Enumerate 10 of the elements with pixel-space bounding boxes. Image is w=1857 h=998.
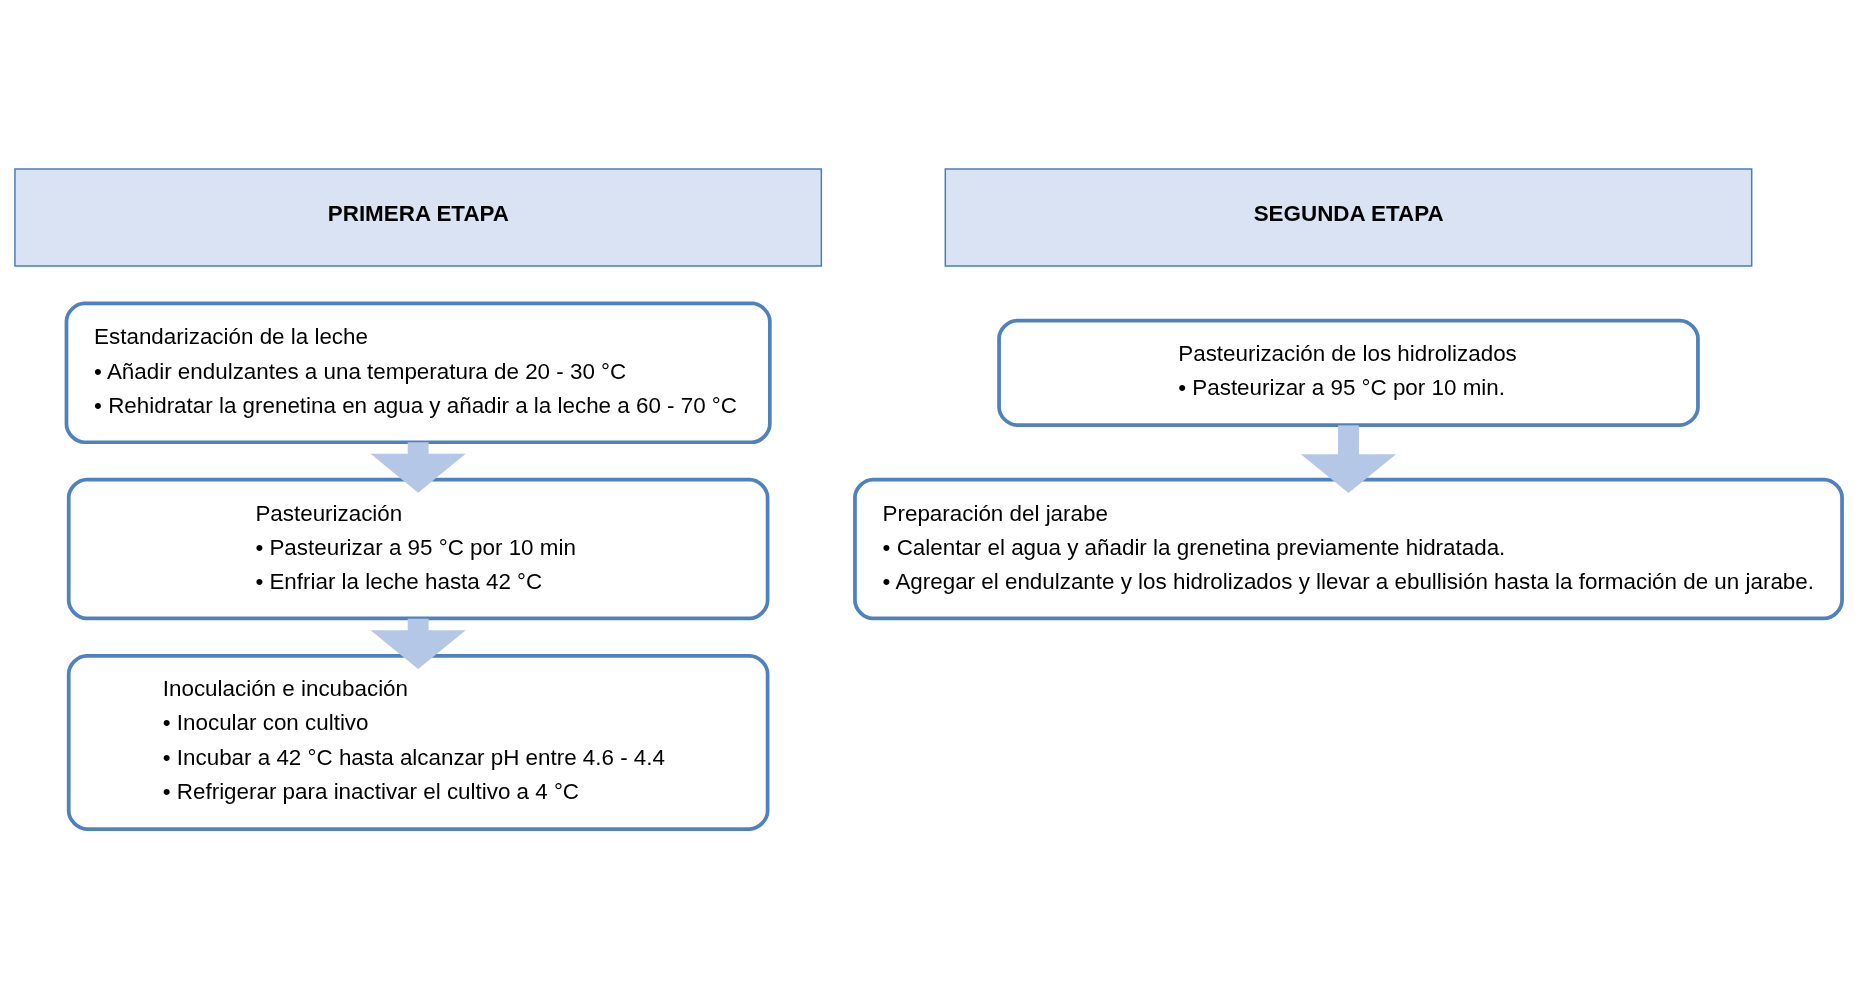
arrow (1300, 425, 1397, 494)
node-box: Pasteurización de los hidrolizados • Pasteurizar a 95 °C por 10 min. (997, 318, 1700, 427)
arrow (370, 618, 466, 670)
node-box: Inoculación e incubación • Inocular con cultivo • Incubar a 42 °C hasta alcanzar pH entre 4.6 - 4.4 • Refrigerar para inactivar el cultivo a 4 °C (66, 653, 770, 831)
node-box: Estandarización de la leche • Añadir endulzantes a una temperatura de 20 - 30 °C • Rehidratar la grenetina en agua y añadir a la leche a 60 - 70 °C (64, 301, 772, 445)
arrow (370, 442, 466, 493)
node-box: PRIMERA ETAPA (14, 168, 823, 267)
node-box: SEGUNDA ETAPA (944, 168, 1753, 267)
node-box: Pasteurización • Pasteurizar a 95 °C por 10 min • Enfriar la leche hasta 42 °C (66, 477, 770, 621)
node-box: Preparación del jarabe • Calentar el agua y añadir la grenetina previamente hidratada. • Agregar el endulzante y los hidrolizados y llevar a ebullisión hasta la formación de un jarabe. (853, 477, 1844, 621)
